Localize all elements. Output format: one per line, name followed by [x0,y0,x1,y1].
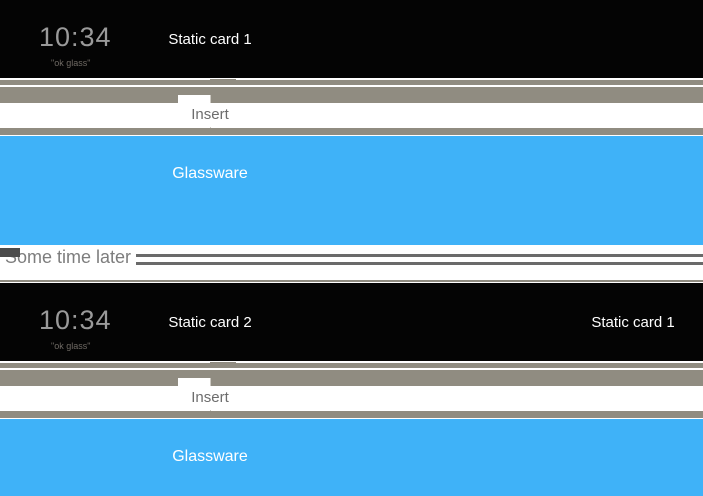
timeline-card-strip-edge [0,280,703,282]
glassware-label: Glassware [172,165,248,182]
ok-glass-hotword: "ok glass" [51,58,91,68]
glassware-card: Glassware [0,419,703,496]
clock-text: 10:34 [39,22,112,52]
timeline-card-strip [0,363,703,368]
home-card: 10:34 "ok glass" Static card 2 Static ca… [0,283,703,361]
timeline-card-strip [0,128,703,135]
timeline-card-strip [0,87,703,103]
home-card: 10:34 "ok glass" Static card 1 [0,0,703,78]
divider-line [136,262,703,265]
insert-card: Insert [0,386,703,410]
insert-card: Insert [0,103,703,127]
static-card-label: Static card 1 [168,31,252,48]
static-card-label: Static card 2 [168,314,252,331]
divider-line [136,254,703,257]
timeline-card-strip-edge [210,79,236,81]
ok-glass-hotword: "ok glass" [51,341,91,351]
timeline-card-strip-edge [210,362,236,364]
collapsed-timeline-blob [0,248,20,257]
insert-label: Insert [191,106,229,123]
insert-card-tab [178,378,210,386]
timeline-card-strip [0,80,703,85]
time-divider: Some time later [0,243,703,280]
timeline-card-strip [0,411,703,418]
clock-text: 10:34 [39,305,112,335]
insert-label: Insert [191,389,229,406]
glassware-label: Glassware [172,448,248,465]
some-time-later-label: Some time later [5,247,132,267]
insert-card-tab [178,95,210,103]
timeline-card-strip [0,370,703,386]
static-card-1-right-label: Static card 1 [591,314,675,331]
glassware-card: Glassware [0,136,703,245]
